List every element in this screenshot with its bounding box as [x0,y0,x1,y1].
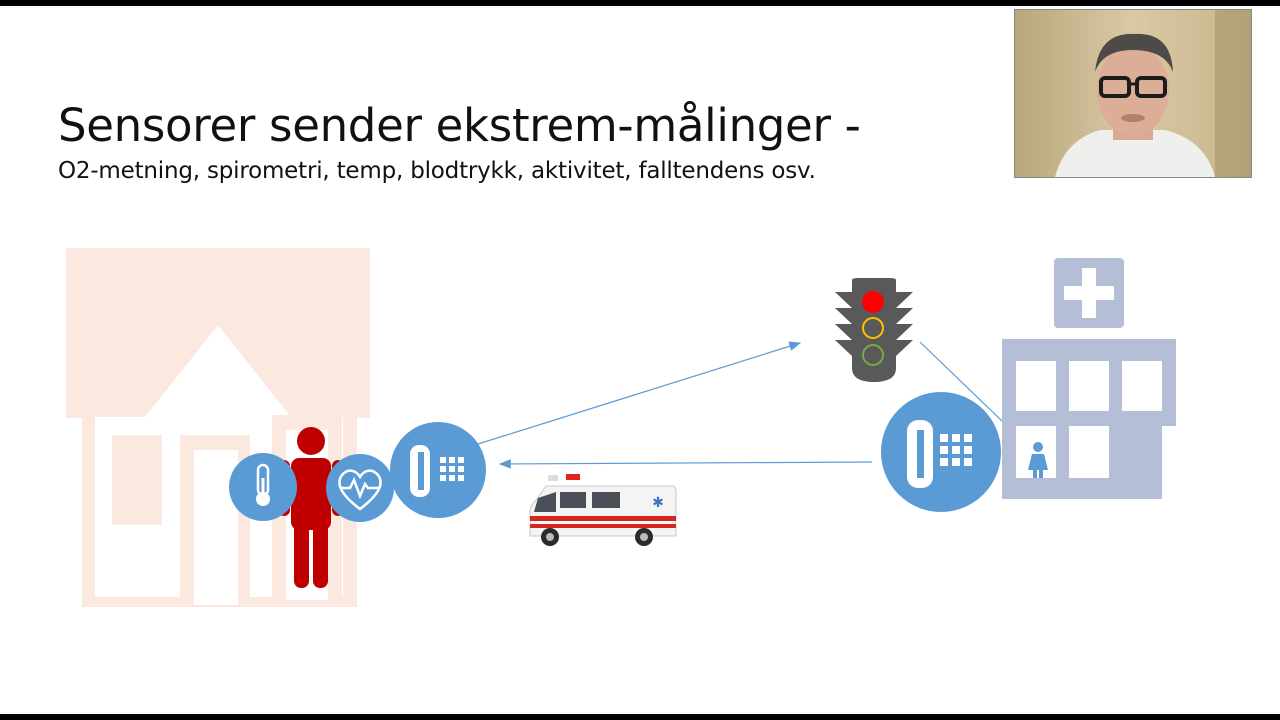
thermometer-icon [229,453,297,521]
telephone-icon [881,392,1001,512]
nurse-icon [1028,442,1048,478]
hospital-icon [1002,258,1176,499]
svg-text:✱: ✱ [652,495,664,511]
ambulance-icon: ✱ [529,474,677,546]
arrow-phone-to-traffic-light [477,341,802,445]
slide-title: Sensorer sender ekstrem-målinger - [58,99,861,152]
diagram: ✱ [66,248,1176,607]
heart-rate-icon [326,454,394,522]
traffic-light-icon [835,278,913,382]
slide: Sensorer sender ekstrem-målinger - O2-me… [0,6,1280,714]
telephone-icon [390,422,486,518]
arrow-hospital-phone-to-home-phone [498,459,873,469]
slide-subtitle: O2-metning, spirometri, temp, blodtrykk,… [58,158,816,184]
presenter-webcam [1014,9,1252,178]
